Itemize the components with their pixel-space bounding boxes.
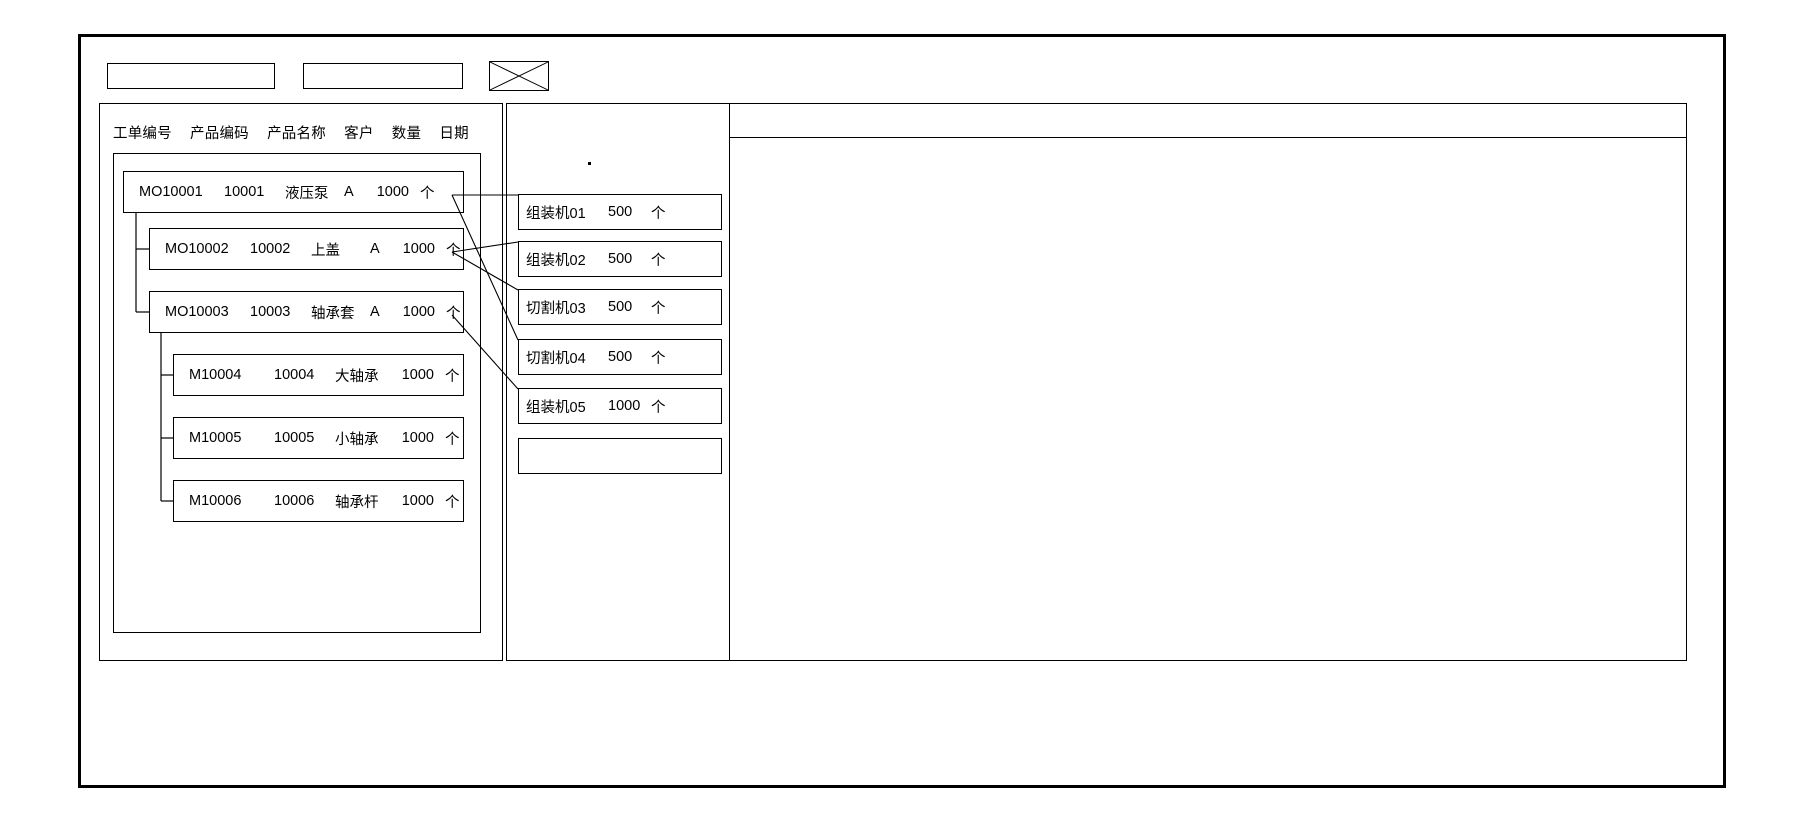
orders-tree-container: MO10001 10001 液压泵 A 1000 个 MO10002 10002… [113,153,481,633]
machine-name: 切割机03 [526,300,586,317]
table-row[interactable]: M10005 10005 小轴承 1000 个 [173,417,464,459]
application-window: 工单编号 产品编码 产品名称 客户 数量 日期 [78,34,1726,788]
image-placeholder-icon[interactable] [489,61,549,91]
cell-product-code: 10002 [250,241,291,257]
machines-panel: 组装机01 500 个 组装机02 500 个 切割机03 500 个 切割机0… [506,103,734,661]
table-row[interactable]: MO10001 10001 液压泵 A 1000 个 [123,171,464,213]
cell-product-code: 10003 [250,304,291,320]
machine-name: 切割机04 [526,350,586,367]
toolbar-input-2[interactable] [303,63,463,89]
table-row[interactable]: M10006 10006 轴承杆 1000 个 [173,480,464,522]
machine-card[interactable]: 切割机03 500 个 [518,289,722,325]
machine-unit: 个 [651,350,666,367]
machine-unit: 个 [651,252,666,269]
detail-header-divider [730,137,1686,138]
table-row[interactable]: MO10003 10003 轴承套 A 1000 个 [149,291,464,333]
machine-unit: 个 [651,399,666,416]
column-header-product-code: 产品编码 [190,126,249,142]
cell-product-name: 大轴承 [335,368,379,385]
machine-name: 组装机05 [526,399,586,416]
machine-card[interactable]: 组装机05 1000 个 [518,388,722,424]
table-row[interactable]: MO10002 10002 上盖 A 1000 个 [149,228,464,270]
cell-unit: 个 [445,494,460,511]
cell-unit: 个 [446,242,461,259]
cell-product-code: 10004 [274,367,315,383]
cell-product-code: 10001 [224,184,265,200]
column-header-quantity: 数量 [391,126,422,142]
cell-unit: 个 [420,185,435,202]
cell-order-no: M10004 [189,367,242,383]
cell-unit: 个 [445,368,460,385]
toolbar-input-1[interactable] [107,63,275,89]
cell-order-no: M10005 [189,430,242,446]
machine-card[interactable]: 切割机04 500 个 [518,339,722,375]
cell-product-name: 上盖 [311,242,340,259]
cell-customer: A [370,304,380,320]
cell-customer: A [344,184,354,200]
orders-column-headers: 工单编号 产品编码 产品名称 客户 数量 日期 [113,122,469,143]
cell-quantity: 1000 [402,304,435,320]
machine-quantity: 1000 [608,398,641,414]
cell-quantity: 1000 [401,430,434,446]
cell-product-name: 轴承杆 [335,494,379,511]
cell-product-name: 液压泵 [285,185,329,202]
dot-marker [588,162,591,165]
work-orders-panel: 工单编号 产品编码 产品名称 客户 数量 日期 [99,103,503,661]
machine-quantity: 500 [608,204,633,220]
cell-quantity: 1000 [401,493,434,509]
machine-name: 组装机02 [526,252,586,269]
column-header-order-no: 工单编号 [113,126,172,142]
column-header-product-name: 产品名称 [267,126,326,142]
machine-card[interactable]: 组装机02 500 个 [518,241,722,277]
machine-unit: 个 [651,300,666,317]
cell-unit: 个 [445,431,460,448]
machine-quantity: 500 [608,349,633,365]
machine-unit: 个 [651,205,666,222]
cell-order-no: MO10001 [139,184,203,200]
cell-product-name: 轴承套 [311,305,355,322]
table-row[interactable]: M10004 10004 大轴承 1000 个 [173,354,464,396]
cell-unit: 个 [446,305,461,322]
cell-quantity: 1000 [402,241,435,257]
cell-product-code: 10005 [274,430,315,446]
cell-order-no: MO10002 [165,241,229,257]
machine-quantity: 500 [608,251,633,267]
cell-quantity: 1000 [401,367,434,383]
cell-customer: A [370,241,380,257]
machine-name: 组装机01 [526,205,586,222]
cell-order-no: MO10003 [165,304,229,320]
machine-card[interactable]: 组装机01 500 个 [518,194,722,230]
machine-quantity: 500 [608,299,633,315]
cell-order-no: M10006 [189,493,242,509]
column-header-customer: 客户 [344,126,374,142]
cell-product-code: 10006 [274,493,315,509]
cell-quantity: 1000 [376,184,409,200]
machine-card-empty[interactable] [518,438,722,474]
toolbar [107,61,549,91]
detail-panel [729,103,1687,661]
cell-product-name: 小轴承 [335,431,379,448]
column-header-date: 日期 [439,126,469,142]
